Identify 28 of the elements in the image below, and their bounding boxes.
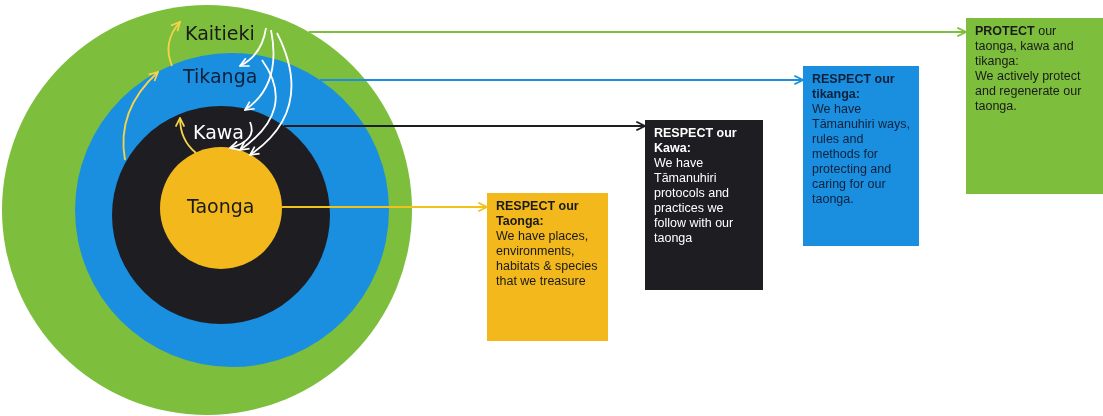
arrow	[244, 29, 275, 111]
card-heading: RESPECT our Taonga:	[496, 199, 580, 229]
text-card	[803, 66, 919, 246]
arrow	[229, 121, 253, 151]
text-card	[487, 193, 608, 341]
card-heading: RESPECT our Kawa:	[654, 126, 738, 156]
card-text: We have places, environments, habitats & species that we treasure	[496, 229, 599, 289]
ring-label: Kawa	[193, 121, 244, 143]
card-text: We have Tāmanuhiri protocols and practices we follow with our taonga	[654, 156, 735, 246]
card-text: We have Tāmanuhiri ways, rules and methods for protecting and caring for our taonga.	[812, 102, 910, 207]
card-heading: RESPECT our tikanga:	[812, 72, 896, 102]
card-heading: PROTECT our taonga, kawa and tikanga:	[975, 24, 1075, 69]
arrow	[239, 59, 277, 151]
arrow	[319, 74, 804, 86]
ring-label: Taonga	[187, 195, 255, 217]
arrow	[283, 120, 646, 132]
text-card	[645, 120, 763, 290]
arrow	[239, 27, 267, 67]
arrow	[122, 71, 159, 161]
ring-label: Tikanga	[183, 65, 258, 87]
arrow	[167, 21, 181, 67]
text-card	[966, 18, 1103, 194]
arrow	[175, 117, 197, 154]
arrow	[281, 201, 488, 213]
card-text: We actively protect and regenerate our taonga.	[975, 69, 1083, 114]
ring-label: Kaitieki	[185, 22, 255, 44]
arrow	[307, 26, 967, 38]
arrow	[249, 32, 293, 156]
